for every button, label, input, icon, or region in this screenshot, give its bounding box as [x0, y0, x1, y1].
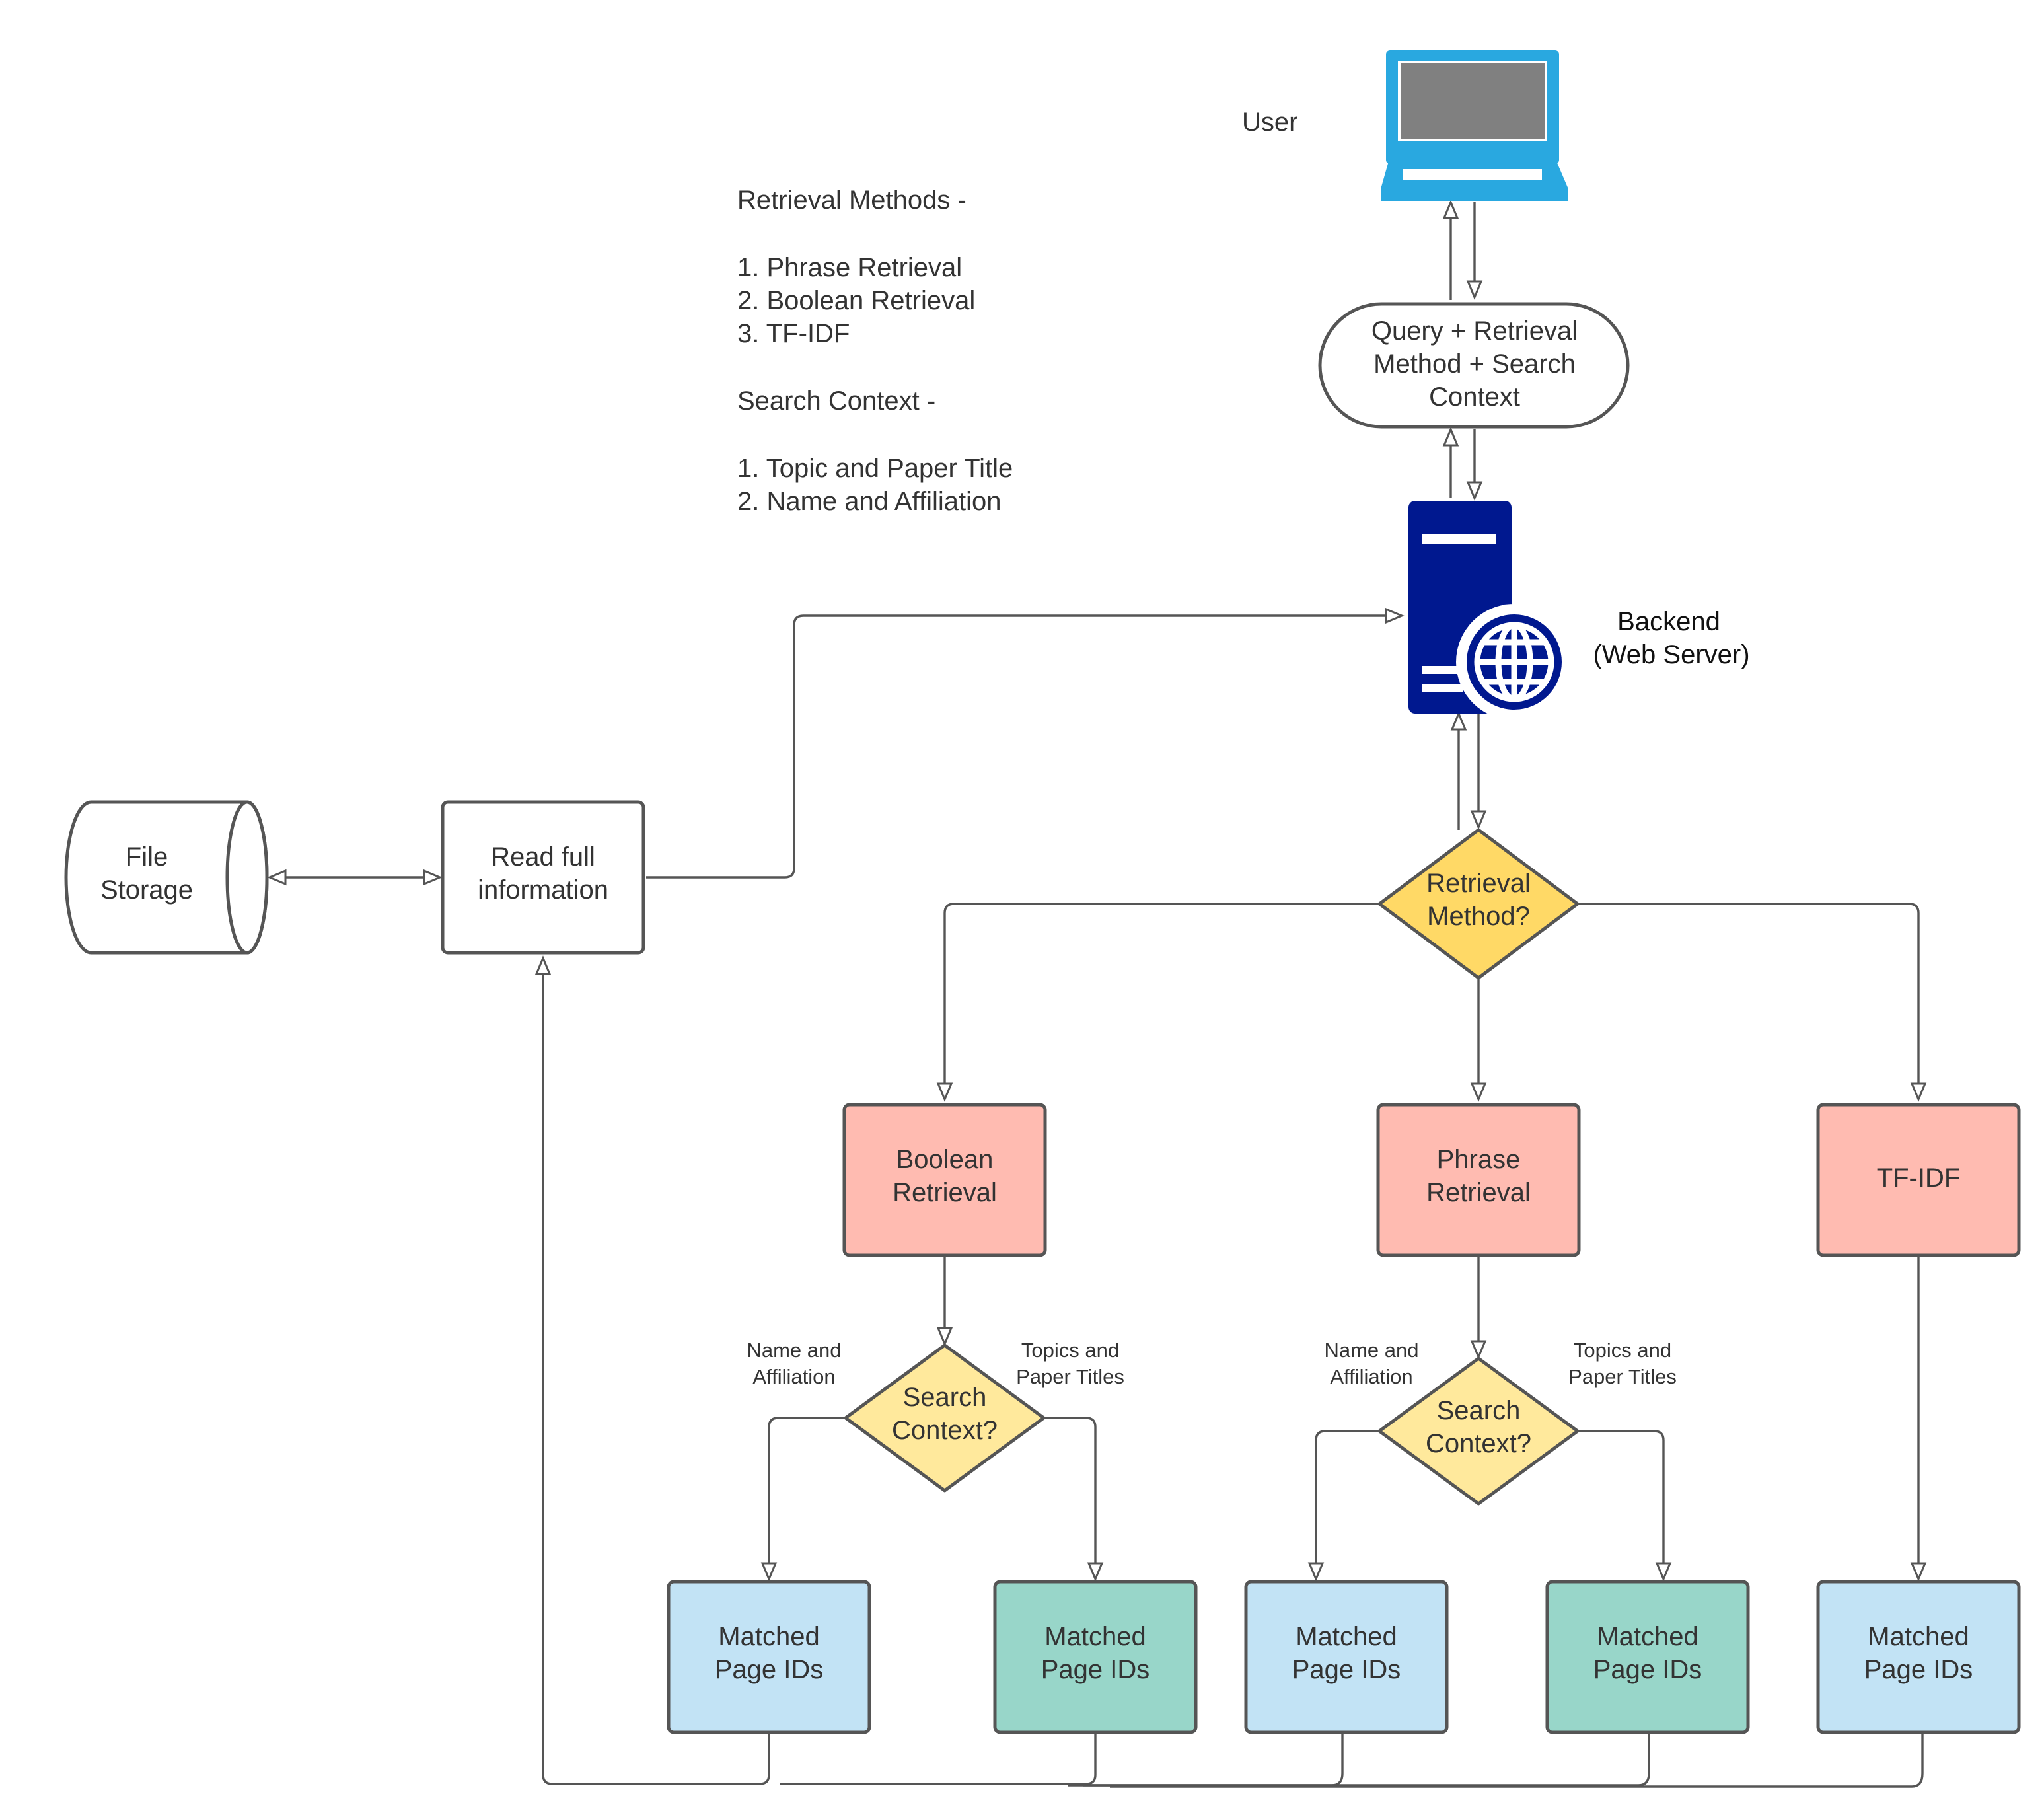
- branch-label-topics: Topics and: [1021, 1339, 1119, 1362]
- decision-label-line: Retrieval: [1426, 869, 1531, 898]
- edge-phrase-topics-branch: [1578, 1430, 1665, 1569]
- context-item: 1. Topic and Paper Title: [737, 454, 1013, 483]
- branch-label-name: Affiliation: [752, 1365, 835, 1388]
- result-label-line: Page IDs: [1593, 1655, 1702, 1684]
- edge-result3-return: [1068, 1732, 1344, 1787]
- matched-page-ids-box: Matched Page IDs: [1244, 1580, 1449, 1734]
- arrowhead: [1307, 1562, 1325, 1582]
- method-label-line: Retrieval: [893, 1178, 997, 1207]
- edge-decision-to-tfidf: [1578, 903, 1920, 1089]
- tfidf-box: TF-IDF: [1816, 1103, 2021, 1257]
- arrowhead: [1910, 1082, 1927, 1102]
- arrowhead: [1442, 200, 1459, 219]
- arrowhead: [1466, 481, 1483, 501]
- search-context-decision-boolean: Search Context?: [844, 1343, 1046, 1493]
- method-label-line: Retrieval: [1426, 1178, 1531, 1207]
- arrowhead: [267, 869, 287, 886]
- result-label-line: Matched: [1868, 1622, 1969, 1651]
- matched-page-ids-box: Matched Page IDs: [1545, 1580, 1750, 1734]
- search-context-decision-phrase: Search Context?: [1377, 1356, 1580, 1506]
- file-storage-cylinder: File Storage: [64, 800, 269, 955]
- arrowhead: [1385, 607, 1405, 624]
- context-label-line: Context?: [892, 1416, 998, 1445]
- branch-label-topics: Paper Titles: [1016, 1365, 1124, 1388]
- connectors: [267, 200, 1927, 1788]
- legend-notes: Retrieval Methods - 1. Phrase Retrieval …: [737, 186, 1013, 516]
- branch-label-name: Name and: [1324, 1339, 1418, 1362]
- web-server-icon: [1408, 501, 1572, 720]
- branch-labels: Name and Affiliation Topics and Paper Ti…: [747, 1339, 1676, 1388]
- arrowhead: [1466, 280, 1483, 300]
- arrowhead: [1655, 1562, 1672, 1582]
- query-label-line: Method + Search: [1373, 350, 1576, 379]
- phrase-retrieval-box: Phrase Retrieval: [1376, 1103, 1581, 1257]
- method-label-line: Boolean: [896, 1145, 994, 1174]
- context-title: Search Context -: [737, 387, 935, 416]
- arrowhead: [1910, 1562, 1927, 1582]
- methods-title: Retrieval Methods -: [737, 186, 967, 215]
- arrowhead: [423, 869, 443, 886]
- arrowhead: [936, 1327, 953, 1347]
- edge-result2-return: [780, 1732, 1097, 1785]
- read-label-line: information: [478, 875, 608, 905]
- context-item: 2. Name and Affiliation: [737, 487, 1002, 516]
- result-label-line: Matched: [1597, 1622, 1698, 1651]
- context-label-line: Context?: [1426, 1429, 1531, 1458]
- edge-boolean-topics-branch: [1044, 1417, 1097, 1569]
- storage-label-line: File: [126, 842, 168, 871]
- branch-label-name: Affiliation: [1330, 1365, 1412, 1388]
- boolean-retrieval-box: Boolean Retrieval: [842, 1103, 1047, 1257]
- arrowhead: [936, 1082, 953, 1102]
- query-label-line: Query + Retrieval: [1371, 316, 1578, 346]
- matched-page-ids-box: Matched Page IDs: [667, 1580, 871, 1734]
- read-full-information-box: Read full information: [441, 800, 645, 955]
- edge-boolean-name-branch: [768, 1417, 846, 1569]
- method-item: 1. Phrase Retrieval: [737, 253, 962, 282]
- arrowhead: [1442, 427, 1459, 447]
- branch-label-topics: Topics and: [1574, 1339, 1671, 1362]
- arrowhead: [1087, 1562, 1104, 1582]
- query-label-line: Context: [1429, 383, 1520, 412]
- storage-label-line: Storage: [100, 875, 193, 905]
- branch-label-name: Name and: [747, 1339, 841, 1362]
- matched-page-ids-box: Matched Page IDs: [1816, 1580, 2021, 1734]
- edge-read-to-backend: [646, 614, 1391, 879]
- method-item: 3. TF-IDF: [737, 319, 850, 348]
- result-label-line: Matched: [1044, 1622, 1146, 1651]
- arrowhead: [1470, 810, 1487, 830]
- context-label-line: Search: [1437, 1396, 1521, 1425]
- arrowhead: [534, 955, 552, 975]
- result-label-line: Matched: [1296, 1622, 1397, 1651]
- method-label-line: Phrase: [1437, 1145, 1521, 1174]
- branch-label-topics: Paper Titles: [1568, 1365, 1677, 1388]
- result-label-line: Page IDs: [1864, 1655, 1973, 1684]
- retrieval-method-decision: Retrieval Method?: [1377, 828, 1580, 980]
- user-label: User: [1242, 108, 1297, 137]
- result-label-line: Page IDs: [1292, 1655, 1401, 1684]
- context-label-line: Search: [903, 1383, 987, 1412]
- backend-label-line: Backend: [1617, 607, 1720, 636]
- result-label-line: Page IDs: [715, 1655, 824, 1684]
- read-label-line: Read full: [491, 842, 595, 871]
- method-label-line: TF-IDF: [1877, 1164, 1961, 1193]
- edge-phrase-name-branch: [1315, 1430, 1379, 1569]
- arrowhead: [760, 1562, 778, 1582]
- matched-page-ids-box: Matched Page IDs: [993, 1580, 1198, 1734]
- arrowhead: [1450, 711, 1467, 731]
- arrowhead: [1470, 1340, 1487, 1360]
- query-terminator: Query + Retrieval Method + Search Contex…: [1318, 302, 1630, 429]
- edge-decision-to-boolean: [943, 903, 1379, 1089]
- result-label-line: Matched: [718, 1622, 819, 1651]
- result-label-line: Page IDs: [1041, 1655, 1150, 1684]
- edge-result4-return: [1083, 1732, 1650, 1787]
- arrowhead: [1470, 1082, 1487, 1102]
- method-item: 2. Boolean Retrieval: [737, 286, 975, 315]
- edge-results-to-read: [542, 969, 770, 1785]
- decision-label-line: Method?: [1427, 902, 1530, 931]
- backend-label-line: (Web Server): [1593, 640, 1749, 669]
- laptop-icon: [1381, 50, 1568, 201]
- edge-result5-return: [1110, 1732, 1924, 1788]
